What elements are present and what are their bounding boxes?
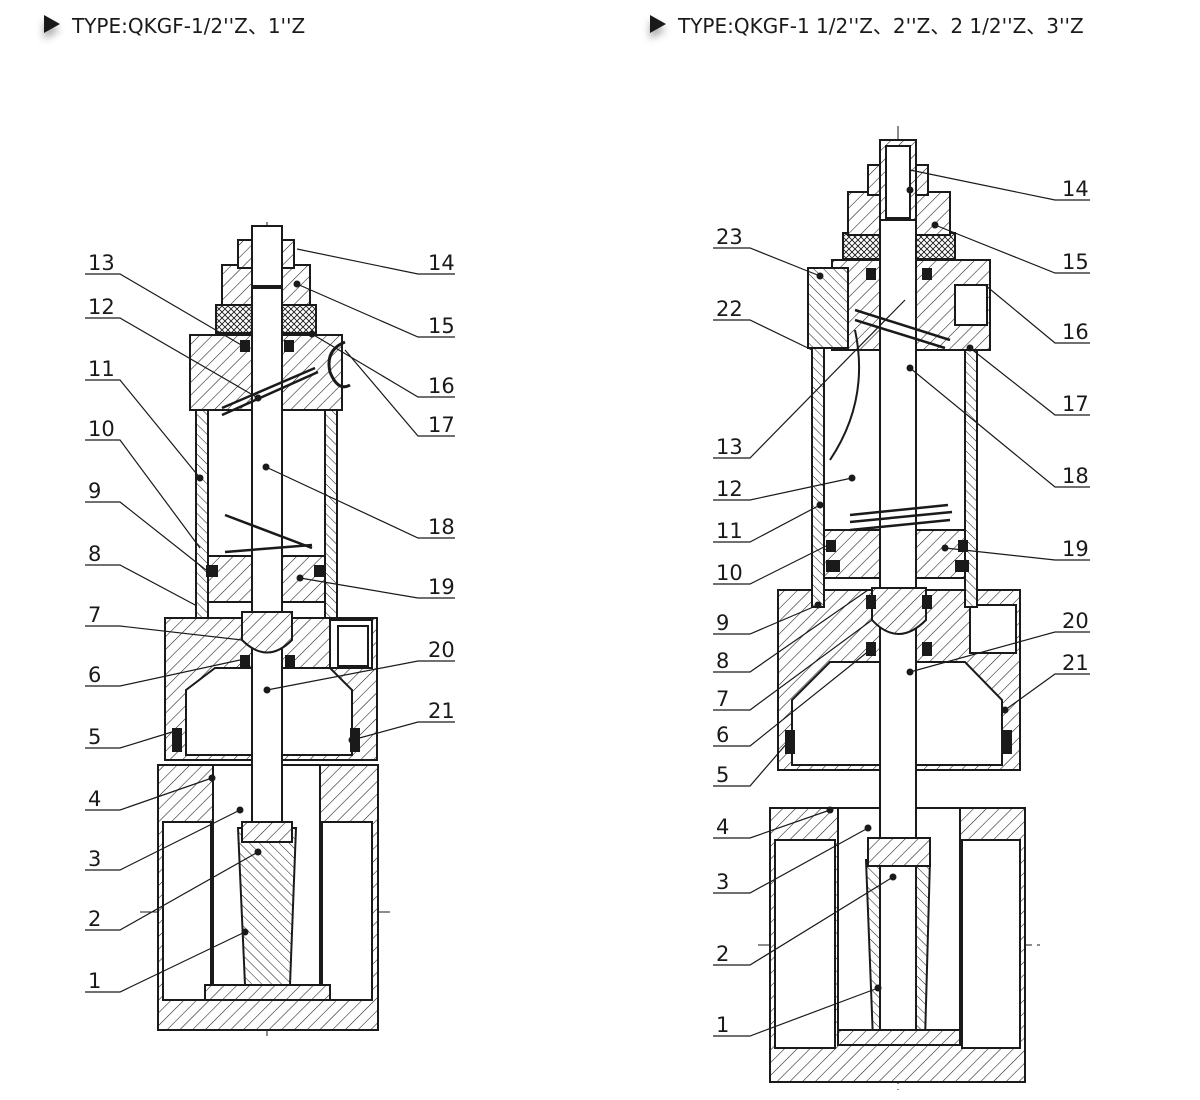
right-callout-20: 20 <box>1062 609 1089 633</box>
right-valve-cross-section <box>758 126 1040 1090</box>
left-cylinder-wall-left <box>195 407 209 619</box>
left-valve-cross-section <box>140 222 390 1038</box>
left-callout-18: 18 <box>428 515 455 539</box>
right-callout-21: 21 <box>1062 651 1089 675</box>
left-callout-13: 13 <box>88 251 115 275</box>
right-leader-lines <box>713 169 1090 1037</box>
left-callout-17: 17 <box>428 413 455 437</box>
right-callout-15: 15 <box>1062 250 1089 274</box>
left-callout-6: 6 <box>88 663 101 687</box>
left-callout-labels: 13 12 11 10 9 8 7 6 5 4 3 2 1 14 15 16 1… <box>88 251 455 993</box>
left-callout-3: 3 <box>88 847 101 871</box>
right-side-chamber <box>807 267 849 349</box>
right-callout-12: 12 <box>716 477 743 501</box>
right-callout-8: 8 <box>716 649 729 673</box>
right-stem <box>879 139 917 1031</box>
header-right: TYPE:QKGF-1 1/2''Z、2''Z、2 1/2''Z、3''Z <box>650 10 1084 38</box>
left-callout-19: 19 <box>428 575 455 599</box>
right-spring <box>849 308 953 532</box>
right-callout-13: 13 <box>716 435 743 459</box>
right-callout-labels: 23 22 13 12 11 10 9 8 7 6 5 4 3 2 1 14 1… <box>716 177 1089 1037</box>
left-callout-8: 8 <box>88 542 101 566</box>
right-valve-head <box>871 587 927 635</box>
right-callout-2: 2 <box>716 942 729 966</box>
left-outlet-port <box>321 821 373 1001</box>
right-callout-3: 3 <box>716 870 729 894</box>
left-callout-15: 15 <box>428 314 455 338</box>
left-valve-head <box>241 611 293 654</box>
right-callout-9: 9 <box>716 611 729 635</box>
left-inlet-port <box>162 821 212 1001</box>
header-left: TYPE:QKGF-1/2''Z、1''Z <box>44 10 305 38</box>
header-right-text: TYPE:QKGF-1 1/2''Z、2''Z、2 1/2''Z、3''Z <box>678 13 1084 38</box>
left-callout-5: 5 <box>88 725 101 749</box>
right-callout-23: 23 <box>716 225 743 249</box>
right-callout-22: 22 <box>716 297 743 321</box>
left-spring <box>221 366 319 554</box>
left-callout-4: 4 <box>88 787 101 811</box>
triangle-bullet-icon <box>44 15 60 33</box>
right-callout-14: 14 <box>1062 177 1089 201</box>
left-cylinder-wall-right <box>324 407 338 619</box>
left-callout-16: 16 <box>428 374 455 398</box>
left-callout-21: 21 <box>428 699 455 723</box>
right-callout-16: 16 <box>1062 320 1089 344</box>
triangle-bullet-icon <box>650 15 666 33</box>
left-callout-2: 2 <box>88 907 101 931</box>
right-callout-10: 10 <box>716 561 743 585</box>
right-callout-18: 18 <box>1062 464 1089 488</box>
right-outlet-port <box>961 839 1021 1049</box>
right-callout-6: 6 <box>716 723 729 747</box>
header-left-text: TYPE:QKGF-1/2''Z、1''Z <box>72 13 306 38</box>
left-callout-7: 7 <box>88 603 101 627</box>
right-callout-17: 17 <box>1062 392 1089 416</box>
right-callout-1: 1 <box>716 1013 729 1037</box>
right-callout-11: 11 <box>716 519 743 543</box>
left-callout-10: 10 <box>88 417 115 441</box>
left-callout-12: 12 <box>88 295 115 319</box>
right-callout-19: 19 <box>1062 537 1089 561</box>
right-side-port <box>969 604 1017 654</box>
right-callout-5: 5 <box>716 763 729 787</box>
left-callout-20: 20 <box>428 638 455 662</box>
left-callout-1: 1 <box>88 969 101 993</box>
right-callout-4: 4 <box>716 815 729 839</box>
left-leader-lines <box>85 248 455 993</box>
left-callout-11: 11 <box>88 357 115 381</box>
left-callout-9: 9 <box>88 479 101 503</box>
left-callout-14: 14 <box>428 251 455 275</box>
right-callout-7: 7 <box>716 687 729 711</box>
